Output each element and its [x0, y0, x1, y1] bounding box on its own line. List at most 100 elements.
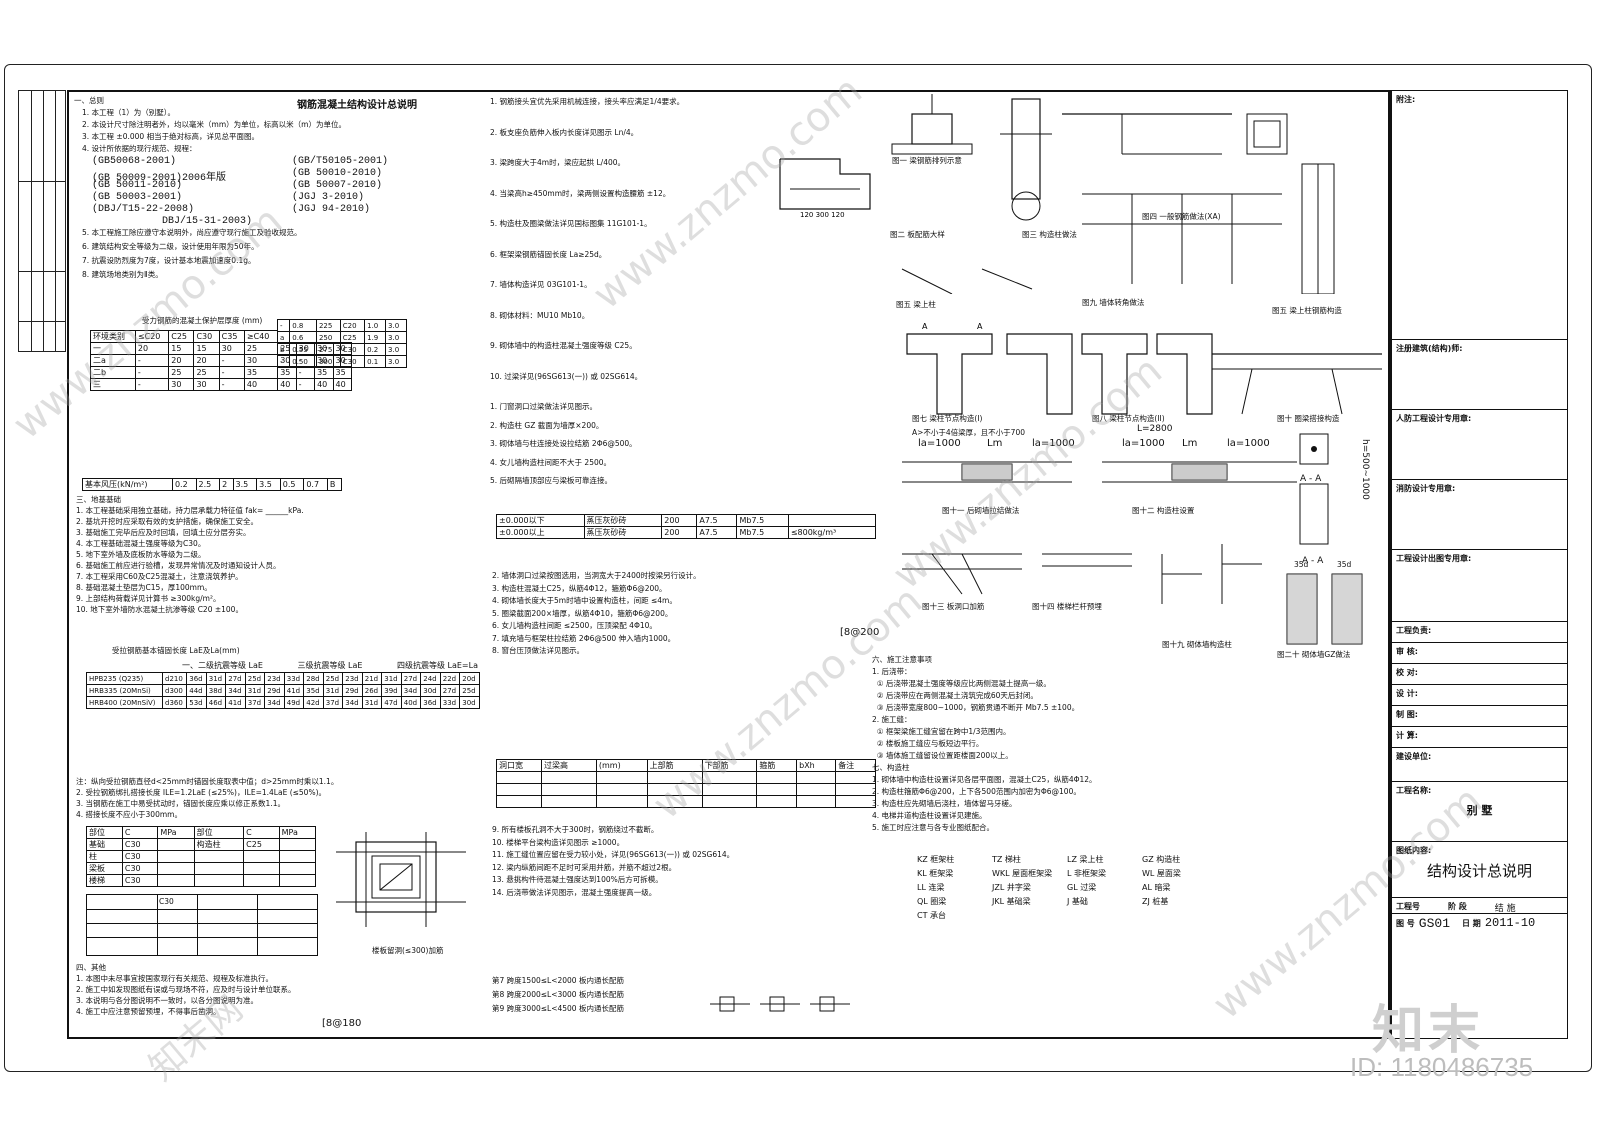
slab-detail — [1212, 353, 1382, 415]
table-cell: 30d — [420, 684, 441, 697]
table-cell: 22d — [439, 672, 461, 685]
table-cell: 26d — [361, 684, 383, 697]
table-cell: 34d — [225, 684, 246, 697]
legend-item: JZL 井字梁 — [992, 883, 1031, 892]
table-cell: 34d — [400, 684, 422, 697]
drawing-name-label: 图纸内容: — [1396, 846, 1432, 855]
table-cell: 23d — [264, 672, 285, 685]
general-line: 8. 建筑场地类别为Ⅱ类。 — [82, 270, 163, 279]
anchor-title: 受拉钢筋基本锚固长度 LaE及La(mm) — [112, 646, 240, 655]
note-row: 附注: — [1392, 91, 1567, 108]
table-cell — [157, 838, 195, 851]
details-top — [891, 94, 1335, 294]
table-cell — [193, 850, 245, 863]
table-cell: d300 — [162, 684, 188, 697]
proj-name: 别 墅 — [1466, 804, 1493, 817]
unit-label: 建设单位: — [1396, 752, 1432, 761]
table-cell: 柱 — [86, 850, 123, 863]
table-cell: 15 — [193, 342, 220, 355]
legend-item: TZ 梯柱 — [992, 855, 1021, 864]
masonry-cell: Mb7.5 — [736, 514, 789, 527]
draw-row: 制 图: — [1392, 705, 1567, 723]
lap-row: 第8 跨度2000≤L<3000 板内通长配筋 — [492, 990, 624, 999]
table-cell: 31d — [244, 684, 266, 697]
table-cell: 40 — [314, 378, 334, 391]
table-cell: HPB235 (Q235) — [85, 672, 164, 685]
table-cell: 20 — [193, 354, 220, 367]
drawing-sheet — [67, 90, 1390, 1039]
table-cell: 39d — [381, 684, 402, 697]
general-line: 6. 建筑结构安全等级为二级，设计使用年限为50年。 — [82, 242, 259, 251]
general-line: (GB 50007-2010) — [292, 180, 383, 191]
table-cell: 33d — [283, 672, 305, 685]
col3-details: 图一 梁钢筋排列示意 图二 板配筋大样 图三 构造柱做法 图四 一般钢筋做法(X… — [840, 94, 1387, 1034]
table-cell: 29d — [342, 684, 363, 697]
general-line: (GB 50010-2010) — [292, 168, 383, 179]
calc-label: 计 算: — [1396, 731, 1418, 740]
table-cell: 23d — [342, 672, 363, 685]
la-label-4: la=1000 — [1227, 438, 1270, 449]
table-cell: 20 — [168, 354, 195, 367]
table-cell: 28d — [303, 672, 324, 685]
detail-9-label: 图九 墙体转角做法 — [1082, 298, 1145, 307]
wall-line: 5. 后砌隔墙顶部应与梁板可靠连接。 — [490, 476, 613, 485]
legend-item: J 基础 — [1067, 897, 1088, 906]
design-seal-label: 工程设计出图专用章: — [1396, 554, 1472, 563]
table-cell: 46d — [205, 696, 227, 709]
detail-11-label: 图十一 后砌墙拉结做法 — [942, 506, 1020, 515]
table-header-cell: 2.5 — [195, 478, 221, 491]
table-cell: 25d — [244, 672, 266, 685]
table-cell — [278, 838, 317, 851]
table-cell: - — [295, 366, 316, 379]
d35-a: 35d — [1294, 560, 1309, 569]
table-cell: 36d — [420, 696, 441, 709]
general-line: (GB 50009-2001)2006年版 — [92, 173, 227, 184]
general-line: (GB/T50105-2001) — [292, 156, 389, 167]
rebar-line: 4. 当梁高h≥450mm时，梁两侧设置构造腰筋 ±12。 — [490, 188, 671, 198]
legend-item: LL 连梁 — [917, 883, 945, 892]
col1-notes: 钢筋混凝土结构设计总说明 一、总则 1. 本工程（1）为（别墅）。2. 本设计尺… — [72, 94, 482, 1034]
lap-rows: 第7 跨度1500≤L<2000 板内通长配筋第8 跨度2000≤L<3000 … — [492, 974, 624, 1016]
table-cell — [193, 862, 245, 875]
general-line: (GB 50011-2010) — [92, 180, 183, 191]
sheet-no-label: 图 号 — [1396, 918, 1415, 928]
drawing-name-row: 图纸内容: 结构设计总说明 — [1392, 841, 1567, 897]
table-cell: C25 — [243, 838, 280, 851]
rebar-line: 2. 板支座负筋伸入板内长度详见图示 Ln/4。 — [490, 127, 639, 137]
lap-details — [710, 996, 850, 1012]
ln-label: L=2800 — [1137, 424, 1173, 434]
col3-notes-text: 六、施工注意事项 1. 后浇带： ① 后浇带混凝土强度等级应比两侧混凝土提高一级… — [872, 655, 1097, 832]
table-header-cell: 部位 — [86, 826, 123, 839]
masonry-cell: ±0.000以下 — [496, 514, 585, 527]
table-cell: - — [218, 354, 245, 367]
rebar-lines: 1. 钢筋接头宜优先采用机械连接，接头率应满足1/4要求。2. 板支座负筋伸入板… — [490, 96, 684, 494]
detail-6-label: 图五 梁上柱 — [896, 300, 936, 309]
legend-item: CT 承台 — [917, 911, 947, 920]
sheet-no: GS01 — [1418, 915, 1451, 931]
table-cell: 30 — [193, 378, 220, 391]
table-cell: 27d — [400, 672, 422, 685]
table-cell: 30 — [168, 378, 195, 391]
civil-defense-row: 人防工程设计专用章: — [1392, 409, 1567, 427]
col2-notes: 1. 钢筋接头宜优先采用机械连接，接头率应满足1/4要求。2. 板支座负筋伸入板… — [490, 94, 882, 1034]
image-id: ID: 1180486735 — [1350, 1052, 1534, 1082]
table-cell — [157, 862, 195, 875]
page-title: 钢筋混凝土结构设计总说明 — [297, 100, 417, 111]
material-table-ext: C30 — [86, 894, 318, 956]
table-cell: - — [218, 366, 245, 379]
masonry-cell: Mb7.5 — [736, 526, 789, 539]
legend-item: LZ 梁上柱 — [1067, 855, 1104, 864]
masonry-cell: A7.5 — [696, 514, 738, 527]
masonry-cell: 蒸压灰砂砖 — [583, 514, 663, 527]
table-cell — [278, 874, 317, 887]
general-line: (GB50068-2001) — [92, 156, 177, 167]
table-header-cell: 0.2 — [171, 478, 197, 491]
table-cell: 35 — [332, 366, 353, 379]
